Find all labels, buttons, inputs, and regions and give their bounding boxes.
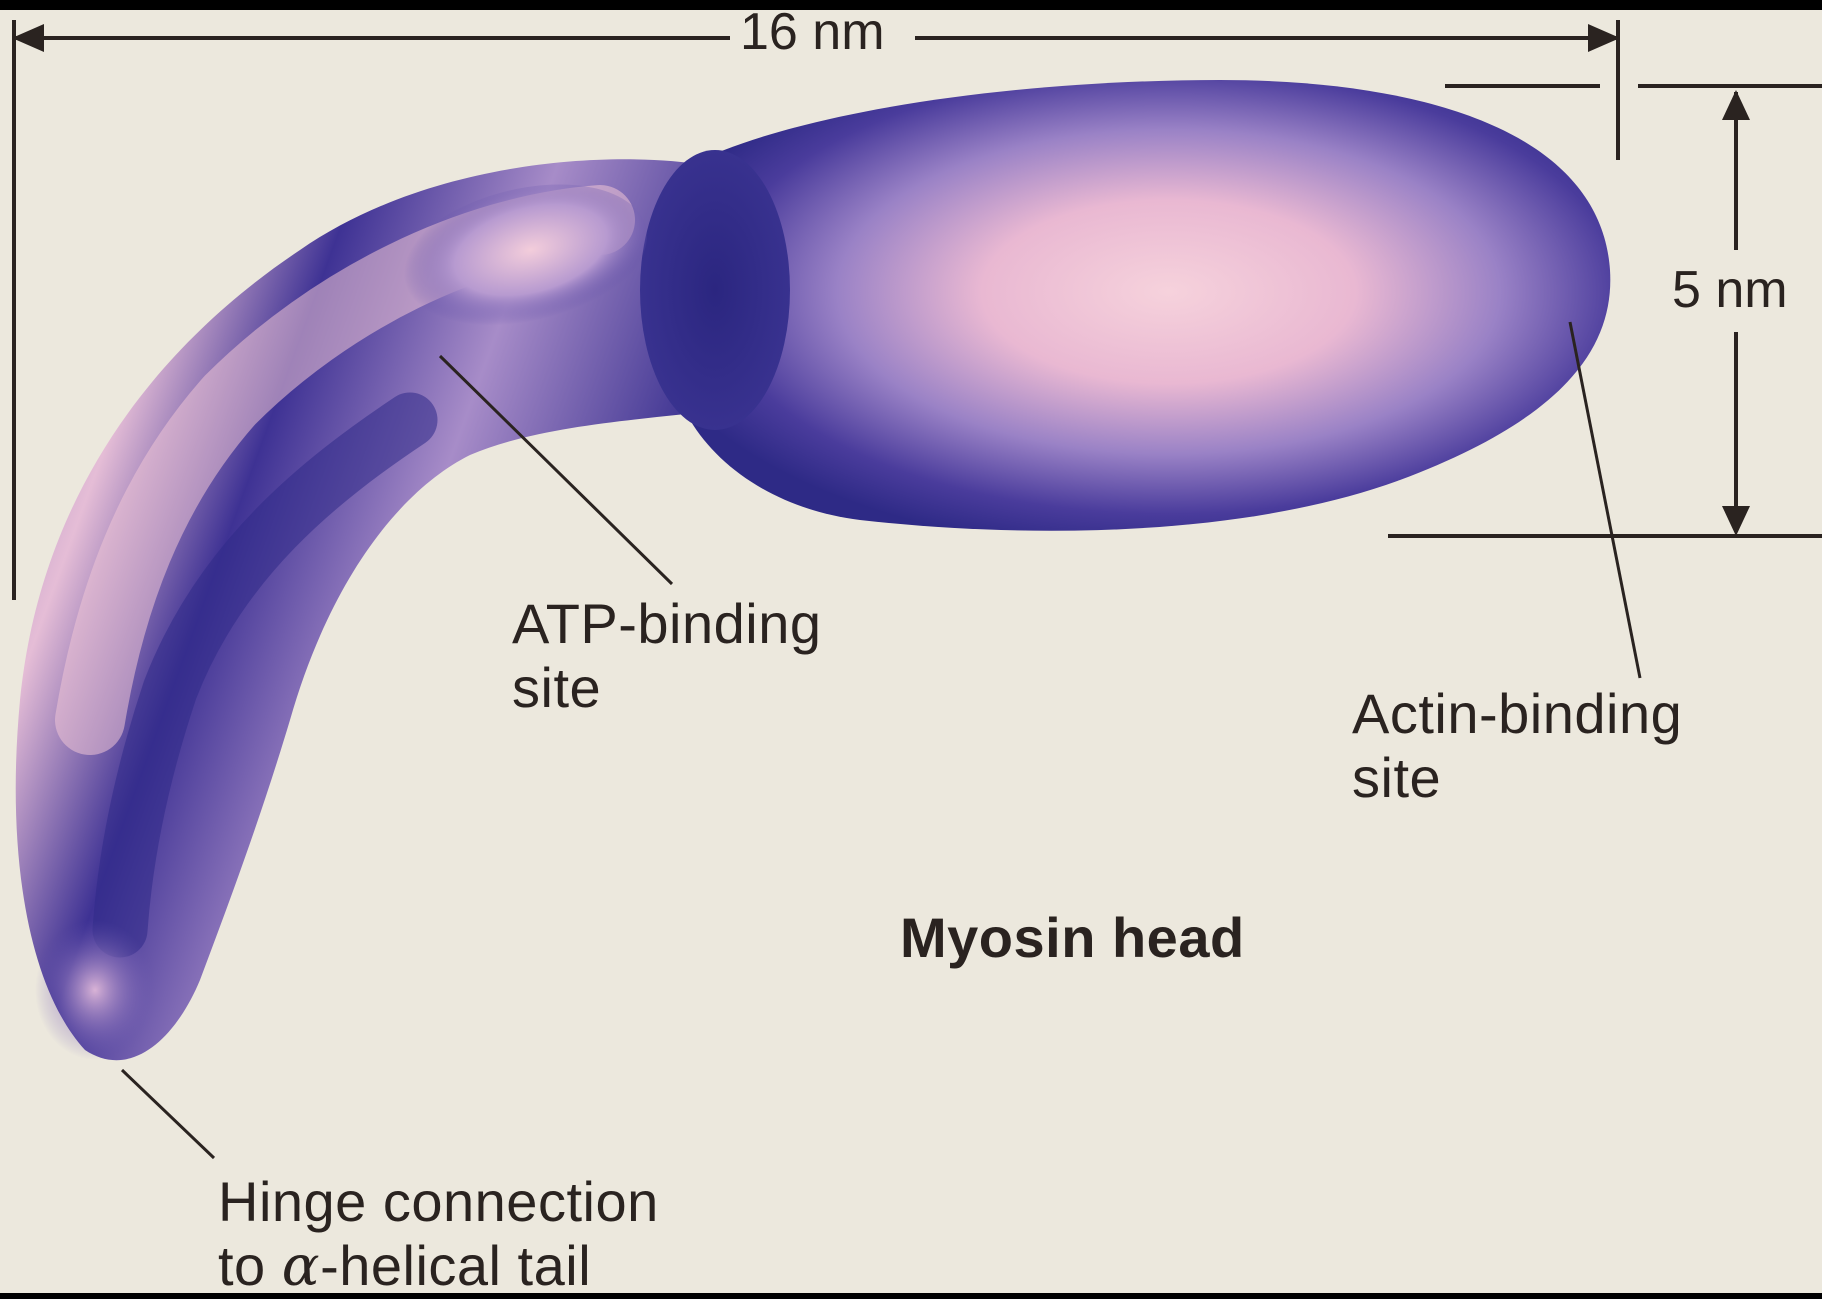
length-label: 16 nm (740, 4, 885, 60)
hinge-label-suffix: -helical tail (320, 1234, 591, 1297)
hinge-label-line2: to α-helical tail (218, 1234, 591, 1299)
width-label: 5 nm (1672, 262, 1788, 318)
atp-binding-label-line1: ATP-binding (512, 592, 822, 656)
actin-binding-label-line2: site (1352, 746, 1441, 810)
actin-binding-label-line1: Actin-binding (1352, 682, 1682, 746)
diagram-title: Myosin head (900, 906, 1245, 970)
myosin-neck (640, 150, 790, 430)
hinge-label-greek: α (282, 1234, 320, 1299)
hinge-label-prefix: to (218, 1234, 282, 1297)
atp-binding-label-line2: site (512, 656, 601, 720)
hinge-label-line1: Hinge connection (218, 1170, 659, 1234)
